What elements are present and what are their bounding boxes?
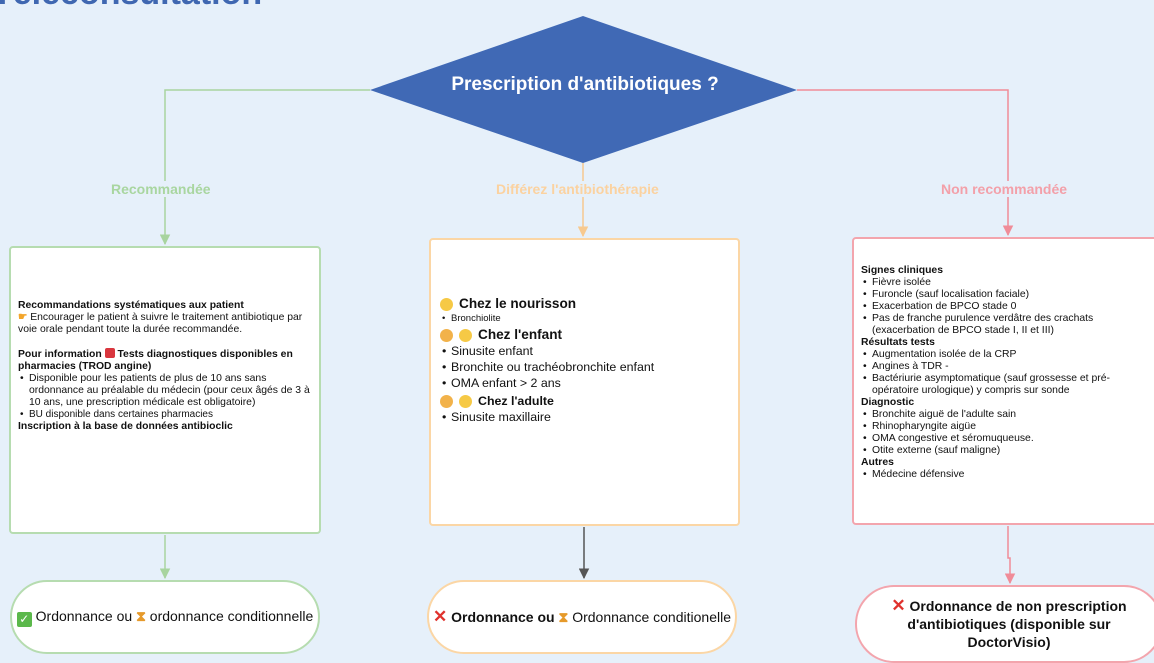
bullet-list: Bronchite aiguë de l'adulte sain Rhinoph… [861, 409, 1154, 457]
section-heading: Résultats tests [861, 337, 935, 348]
box-differez: Chez le nourisson Bronchiolite Chez l'en… [429, 238, 740, 526]
list-item: Sinusite enfant [440, 343, 730, 359]
list-item: OMA enfant > 2 ans [440, 375, 730, 391]
outcome-non-prescription: ✕ Ordonnance de non prescription d'antib… [855, 585, 1154, 663]
list-item: Exacerbation de BPCO stade 0 [861, 301, 1154, 313]
outcome-ordonnance-conditionnelle: ✓ Ordonnance ou ⧗ ordonnance conditionne… [10, 580, 320, 654]
list-item: Bronchiolite [440, 312, 730, 325]
connector-right-bottom [1004, 526, 1016, 585]
alarm-light-icon [104, 348, 115, 358]
list-item: OMA congestive et séromuqueuse. [861, 433, 1154, 445]
baby-icon [440, 297, 453, 311]
list-item: Bronchite aiguë de l'adulte sain [861, 409, 1154, 421]
branch-label-differez: Différez l'antibiothérapie [493, 181, 662, 197]
list-item: BU disponible dans certaines pharmacies [18, 409, 313, 421]
list-item: Rhinopharyngite aigüe [861, 421, 1154, 433]
cross-icon: ✕ [433, 607, 448, 626]
bullet-list: Sinusite maxillaire [440, 409, 730, 425]
list-item: Bactériurie asymptomatique (sauf grosses… [861, 373, 1154, 397]
pointing-hand-icon: ☛ [18, 312, 28, 323]
list-item: Otite externe (sauf maligne) [861, 445, 1154, 457]
heading-enfant: Chez l'enfant [440, 327, 730, 343]
page-title: Téléconsultation [0, 0, 262, 13]
check-icon: ✓ [16, 612, 32, 627]
section-heading: Autres [861, 457, 894, 468]
heading-adulte: Chez l'adulte [440, 393, 730, 409]
outcome-ordonnance-differee: ✕ Ordonnance ou ⧗ Ordonnance conditionel… [427, 580, 737, 654]
section-heading: Diagnostic [861, 397, 915, 408]
list-item: Disponible pour les patients de plus de … [18, 373, 313, 409]
adult-icon [440, 394, 453, 408]
section-heading: Pour information Tests diagnostiques dis… [18, 348, 293, 372]
section-heading: Signes cliniques [861, 265, 943, 276]
child-icon [459, 328, 472, 342]
list-item: Sinusite maxillaire [440, 409, 730, 425]
child-icon [440, 328, 453, 342]
list-item: Angines à TDR - [861, 361, 1154, 373]
list-item: Furoncle (sauf localisation faciale) [861, 289, 1154, 301]
list-item: Médecine défensive [861, 469, 1154, 481]
section-heading: Recommandations systématiques aux patien… [18, 300, 244, 311]
hourglass-icon: ⧗ [136, 608, 146, 624]
bullet-list: Bronchiolite [440, 312, 730, 325]
box-recommandee: Recommandations systématiques aux patien… [9, 246, 321, 534]
branch-label-recommandee: Recommandée [108, 181, 214, 197]
heading-nourrisson: Chez le nourisson [440, 296, 730, 312]
branch-label-non-recommandee: Non recommandée [938, 181, 1071, 197]
bullet-list: Sinusite enfant Bronchite ou trachéobron… [440, 343, 730, 391]
paragraph: ☛ Encourager le patient à suivre le trai… [18, 312, 303, 335]
list-item: Pas de franche purulence verdâtre des cr… [861, 313, 1154, 337]
list-item: Bronchite ou trachéobronchite enfant [440, 359, 730, 375]
bullet-list: Disponible pour les patients de plus de … [18, 373, 313, 421]
bullet-list: Médecine défensive [861, 469, 1154, 481]
bullet-list: Augmentation isolée de la CRP Angines à … [861, 349, 1154, 397]
adult-icon [459, 394, 472, 408]
decision-label: Prescription d'antibiotiques ? [451, 74, 719, 95]
section-heading: Inscription à la base de données antibio… [18, 421, 233, 432]
list-item: Fièvre isolée [861, 277, 1154, 289]
cross-icon: ✕ [891, 596, 906, 615]
hourglass-icon: ⧗ [558, 609, 569, 625]
box-non-recommandee: Signes cliniques Fièvre isolée Furoncle … [852, 237, 1154, 525]
bullet-list: Fièvre isolée Furoncle (sauf localisatio… [861, 277, 1154, 337]
list-item: Augmentation isolée de la CRP [861, 349, 1154, 361]
